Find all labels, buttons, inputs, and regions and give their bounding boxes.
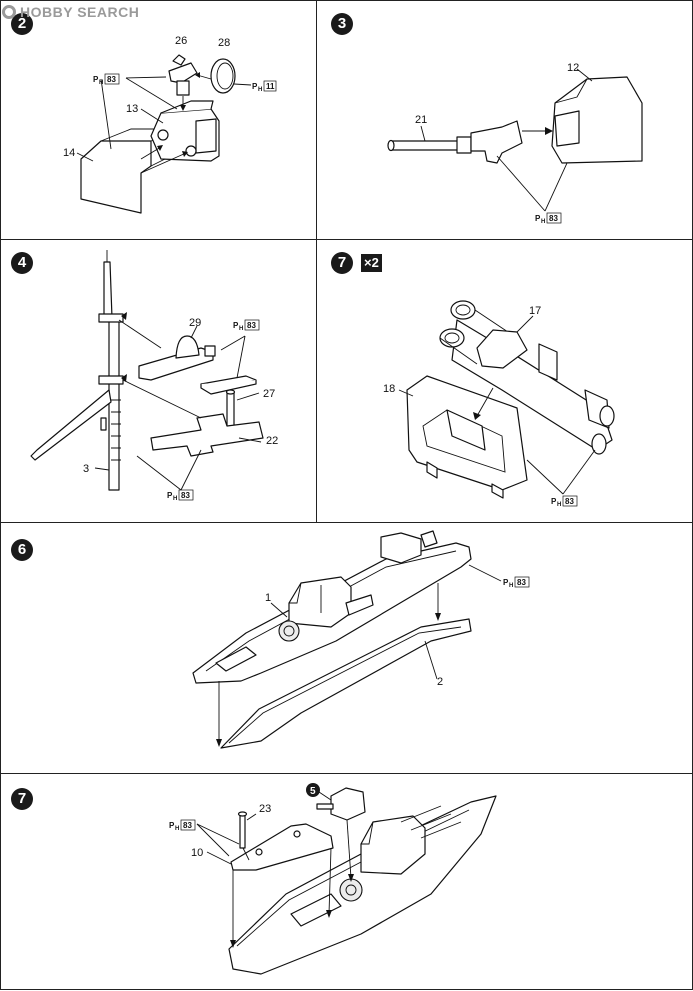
step-4-badge: 4	[11, 252, 33, 274]
svg-text:P: P	[503, 578, 509, 587]
step-4-diagram: 29 27 22 3 P H 83 P H 83	[30, 250, 278, 502]
paint-code-h83: P H 83	[535, 212, 562, 225]
step-6-badge: 6	[11, 539, 33, 561]
paint-code-h83: P H 83	[503, 576, 530, 589]
svg-text:H: H	[258, 87, 262, 93]
step-6-panel: 6 1 2 P H 83	[0, 522, 693, 774]
label-13: 13	[126, 103, 138, 115]
watermark-text: HOBBY SEARCH	[20, 4, 140, 20]
part-28	[210, 58, 236, 94]
label-17: 17	[529, 305, 541, 317]
svg-text:H: H	[509, 583, 513, 589]
step-3-panel: 3 12 21 P H 83	[316, 0, 693, 240]
svg-text:H: H	[175, 826, 179, 832]
hobby-search-watermark: HOBBY SEARCH	[2, 4, 139, 20]
part-14	[80, 140, 152, 214]
svg-text:H: H	[557, 502, 561, 508]
step-7a-badge: 7	[331, 252, 353, 274]
paint-code-h83: P H 83	[551, 495, 578, 508]
svg-text:H: H	[239, 326, 243, 332]
svg-text:83: 83	[183, 821, 192, 830]
label-22: 22	[266, 435, 278, 447]
label-27: 27	[263, 388, 275, 400]
label-29: 29	[189, 317, 201, 329]
part-17	[439, 300, 615, 455]
svg-text:P: P	[233, 321, 239, 330]
label-5: 5	[310, 786, 316, 797]
step-7b-panel: 7 23 10	[0, 773, 693, 990]
multiplier-badge: ×2	[361, 254, 382, 272]
part-10	[230, 823, 334, 871]
paint-code-h83: P H 83	[169, 819, 196, 832]
svg-text:H: H	[541, 219, 545, 225]
part-22	[150, 413, 264, 457]
step-7a-panel: 7 ×2 17 18 P H	[316, 239, 693, 523]
svg-text:83: 83	[247, 321, 256, 330]
step-2-panel: 2 26 28 13 14 P	[0, 0, 317, 240]
part-2	[220, 618, 472, 749]
svg-text:P: P	[167, 491, 173, 500]
paint-code-h83: P H 83	[167, 489, 194, 502]
step-3-diagram: 12 21 P H 83	[387, 62, 643, 225]
label-18: 18	[383, 383, 395, 395]
step-2-diagram: 26 28 13 14 P H 83 P H 11	[63, 35, 277, 214]
paint-code-h11: P H 11	[252, 80, 277, 93]
svg-text:P: P	[535, 214, 541, 223]
label-26: 26	[175, 35, 187, 47]
svg-text:P: P	[169, 821, 175, 830]
label-10: 10	[191, 847, 203, 859]
label-12: 12	[567, 62, 579, 74]
paint-code-h83: P H 83	[233, 319, 260, 332]
svg-text:H: H	[173, 496, 177, 502]
part-21	[390, 140, 462, 151]
label-1: 1	[265, 592, 271, 604]
svg-text:83: 83	[565, 497, 574, 506]
label-23: 23	[259, 803, 271, 815]
label-21: 21	[415, 114, 427, 126]
step-5-ref-badge	[306, 783, 320, 797]
svg-text:P: P	[551, 497, 557, 506]
gear-icon	[2, 5, 16, 19]
part-26	[168, 62, 198, 84]
label-3: 3	[83, 463, 89, 475]
svg-text:H: H	[99, 80, 103, 86]
svg-text:83: 83	[181, 491, 190, 500]
paint-code-h83: P H 83	[93, 73, 120, 86]
svg-text:83: 83	[549, 214, 558, 223]
hull-assembly	[228, 795, 497, 975]
step-7b-badge: 7	[11, 788, 33, 810]
step-7a-diagram: 17 18 P H 83	[383, 300, 615, 508]
svg-text:83: 83	[517, 578, 526, 587]
step-4-panel: 4 29 27 22 3	[0, 239, 317, 523]
part-5-turret	[316, 787, 366, 821]
step-2-badge: 2	[11, 13, 33, 35]
svg-text:P: P	[93, 75, 99, 84]
svg-text:11: 11	[266, 82, 275, 91]
svg-text:83: 83	[107, 75, 116, 84]
label-2: 2	[437, 676, 443, 688]
step-6-diagram: 1 2 P H 83	[192, 530, 530, 749]
part-23	[239, 813, 246, 849]
label-14: 14	[63, 147, 75, 159]
step-7b-diagram: 23 10 5 P H 83	[169, 783, 497, 975]
svg-text:P: P	[252, 82, 258, 91]
label-28: 28	[218, 37, 230, 49]
step-3-badge: 3	[331, 13, 353, 35]
